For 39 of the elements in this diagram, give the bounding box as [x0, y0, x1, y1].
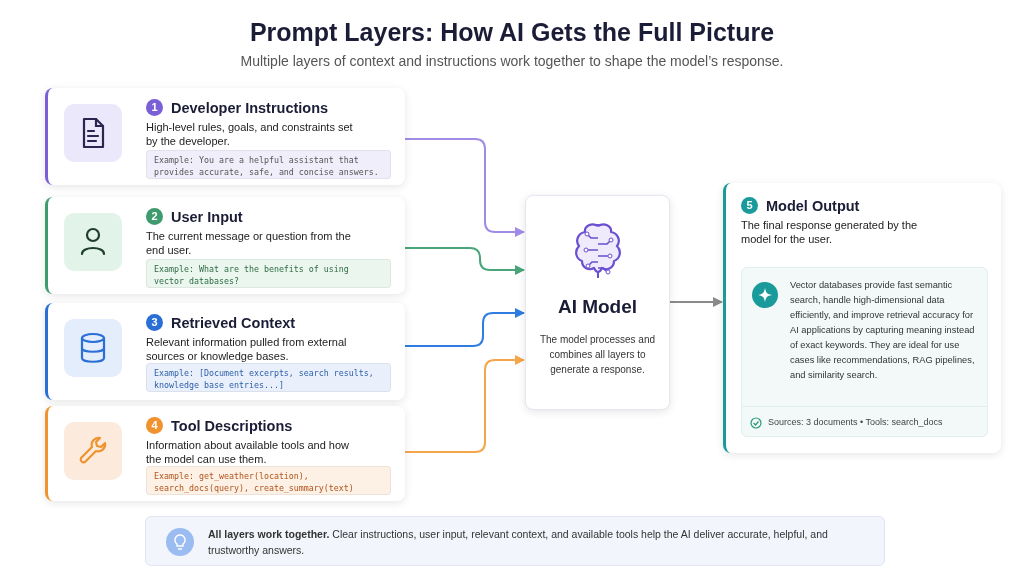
example-box: Example: get_weather(location), search_docs(query), create_summary(text): [146, 466, 391, 495]
note-panel: [145, 516, 885, 566]
number-badge: 1: [146, 99, 163, 117]
response-text: Vector databases provide fast semantic search, handle high-dimensional data efficiently, and improve retrieval accuracy for AI applications by capturing meaning instead of exact keywords. They are ideal for use cases like recommendations, RAG pipelines, and similarity search.: [790, 279, 976, 382]
layer-card: [45, 303, 405, 400]
card-title: Tool Descriptions: [171, 417, 293, 434]
layer-card: [45, 406, 405, 501]
model-description: The model processes and combines all layers to generate a response.: [538, 333, 657, 377]
card-description: High-level rules, goals, and constraints set by the developer.: [146, 120, 354, 148]
number-badge: 2: [146, 208, 163, 226]
layer-card: [45, 197, 405, 294]
subtitle: Multiple layers of context and instructions work together to shape the model’s response.: [239, 53, 785, 69]
arrow: [404, 138, 525, 237]
card-description: The current message or question from the end user.: [146, 229, 352, 257]
card-description: The final response generated by the model for the user.: [741, 218, 919, 246]
card-title: User Input: [171, 208, 243, 225]
note-text: All layers work together. Clear instructions, user input, relevant context, and available tools help the AI deliver accurate, helpful, and trustworthy answers.: [208, 527, 829, 558]
arrow: [404, 308, 525, 347]
card-description: Information about available tools and how the model can use them.: [146, 438, 351, 466]
number-badge: 5: [741, 197, 758, 215]
arrow: [404, 247, 525, 275]
example-box: Example: You are a helpful assistant that provides accurate, safe, and concise answers.: [146, 150, 391, 179]
model-box: [525, 195, 670, 410]
arrow: [669, 297, 723, 307]
arrow: [404, 355, 525, 453]
title: Prompt Layers: How AI Gets the Full Picture: [248, 18, 776, 47]
card-title: Developer Instructions: [171, 99, 329, 116]
response-panel: [741, 267, 988, 437]
layer-card: [45, 88, 405, 185]
model-title: AI Model: [556, 296, 639, 318]
card-description: Relevant information pulled from external sources or knowledge bases.: [146, 335, 348, 363]
example-box: Example: What are the benefits of using vector databases?: [146, 259, 391, 288]
number-badge: 3: [146, 314, 163, 332]
card-title: Retrieved Context: [171, 314, 296, 331]
example-box: Example: [Document excerpts, search results, knowledge base entries...]: [146, 363, 391, 392]
sources-note: Sources: 3 documents • Tools: search_docs: [768, 417, 943, 427]
number-badge: 4: [146, 417, 163, 435]
output-card: [723, 183, 1001, 453]
card-title: Model Output: [766, 197, 860, 214]
